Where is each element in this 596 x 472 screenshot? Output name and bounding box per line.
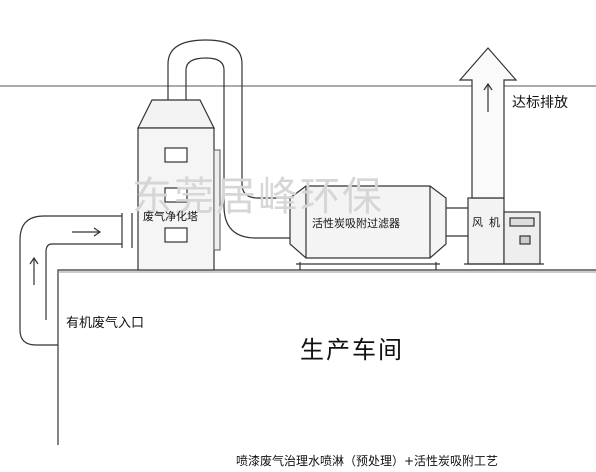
tower-window [164, 227, 188, 243]
floor-slab [57, 269, 596, 445]
exhaust-arrow-up [483, 82, 493, 112]
connecting-duct [167, 39, 290, 239]
carbon-filter-label: 活性炭吸附过滤器 [312, 217, 400, 230]
inlet-duct [19, 213, 133, 346]
inlet-label: 有机废气入口 [66, 316, 145, 331]
fan-inlet-duct [446, 207, 468, 237]
tower-window [164, 147, 188, 163]
fan-unit [464, 197, 544, 265]
tower-label: 废气净化塔 [143, 210, 198, 223]
process-caption: 喷漆废气治理水喷淋（预处理）+活性炭吸附工艺 [236, 454, 499, 468]
watermark-text: 东莞居峰环保 [132, 174, 384, 220]
carbon-filter [289, 185, 447, 270]
inlet-arrow-right [72, 227, 102, 237]
workshop-label: 生产车间 [300, 336, 404, 364]
tower-window [164, 187, 188, 203]
fan-label-char-1: 风 [472, 216, 483, 229]
exhaust-label: 达标排放 [512, 95, 568, 111]
fan-label-char-2: 机 [489, 216, 500, 229]
scrubber-tower [137, 99, 221, 271]
exhaust-stack [458, 47, 518, 199]
inlet-arrow-up [29, 256, 39, 285]
